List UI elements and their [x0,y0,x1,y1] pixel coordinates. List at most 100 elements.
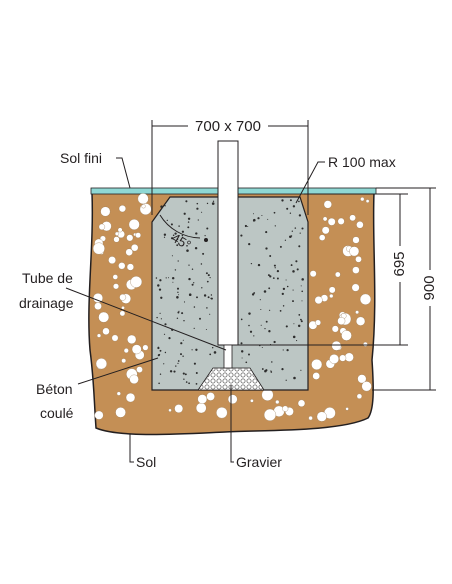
soil-pebble [341,330,352,341]
soil-pebble [126,263,134,271]
concrete-speck [164,351,167,354]
soil-pebble [312,372,320,380]
concrete-speck [269,275,272,278]
concrete-speck [163,363,165,365]
concrete-speck [191,283,194,286]
concrete-speck [213,351,217,354]
concrete-speck [197,219,199,221]
concrete-speck [211,346,214,349]
angle-point [204,238,208,242]
concrete-speck [211,202,215,205]
soil-pebble [125,248,133,256]
drain-leader [65,287,227,351]
soil-pebble [344,352,354,362]
concrete-speck [188,277,191,281]
soil-pebble [331,340,342,351]
concrete-speck [296,268,299,271]
concrete-speck [187,217,191,220]
concrete-speck [240,342,243,345]
concrete-speck [185,381,188,383]
concrete-speck [176,244,179,247]
concrete-speck [279,310,282,312]
concrete-label-line2: coulé [40,405,74,421]
concrete-speck [301,290,304,293]
soil-pebble [142,344,149,351]
concrete-speck [290,235,293,237]
concrete-speck [177,260,179,262]
soil-pebble [311,359,323,370]
concrete-speck [267,218,269,220]
concrete-speck [170,223,173,226]
concrete-speck [181,312,184,315]
concrete-speck [209,277,211,279]
concrete-speck [157,346,160,350]
concrete-speck [176,296,179,299]
concrete-speck [299,232,301,234]
concrete-speck [294,227,297,229]
concrete-speck [250,262,253,265]
soil-pebble [349,214,356,222]
concrete-speck [206,227,209,230]
gravel-pile [197,367,265,391]
soil-pebble [361,381,372,392]
soil-pebble [331,325,339,333]
concrete-speck [241,357,243,359]
concrete-speck [195,232,198,235]
concrete-speck [199,317,201,320]
concrete-speck [292,289,294,291]
soil-pebble [93,293,103,303]
concrete-speck [289,199,292,202]
concrete-speck [171,276,175,280]
concrete-speck [185,200,188,203]
soil-pebble [316,411,327,422]
concrete-speck [182,355,184,357]
concrete-speck [158,288,162,291]
width-dimension: 700 x 700 [195,118,261,135]
concrete-speck [188,264,190,266]
soil-pebble [130,276,143,288]
concrete-speck [282,349,284,351]
concrete-speck [155,277,158,279]
soil-pebble [117,227,123,233]
soil-pebble [315,319,321,326]
soil-pebble [168,408,172,412]
concrete-speck [253,213,254,215]
concrete-label-line1: Béton [36,381,73,397]
soil-pebble [116,391,121,396]
concrete-speck [286,348,289,352]
soil-pebble [129,374,139,384]
finished-ground-leader [116,157,131,189]
concrete-speck [200,263,203,265]
concrete-speck [260,324,262,326]
concrete-speck [202,252,205,255]
concrete-speck [212,200,215,202]
soil-pebble [335,271,341,278]
concrete-speck [196,202,199,205]
concrete-speck [164,205,166,207]
concrete-speck [292,270,295,273]
concrete-speck [204,235,206,237]
soil-pebble [123,348,129,354]
concrete-speck [182,339,184,341]
concrete-speck [193,327,195,329]
concrete-speck [160,318,162,320]
soil-pebble [100,206,111,217]
soil-pebble [337,317,346,325]
soil-pebble [327,217,336,226]
concrete-speck [183,301,186,303]
soil-pebble [136,366,143,373]
soil-pebble [141,204,146,209]
soil-pebble [261,388,274,401]
soil-pebble [275,399,280,405]
concrete-speck [166,219,168,222]
soil-pebble [131,344,142,355]
concrete-speck [181,230,185,233]
concrete-speck [181,234,184,237]
concrete-speck [271,361,273,363]
soil-pebble [250,399,254,403]
concrete-speck [156,316,158,319]
soil-pebble [308,415,313,421]
concrete-speck [268,330,271,333]
soil-pebble [135,232,141,239]
